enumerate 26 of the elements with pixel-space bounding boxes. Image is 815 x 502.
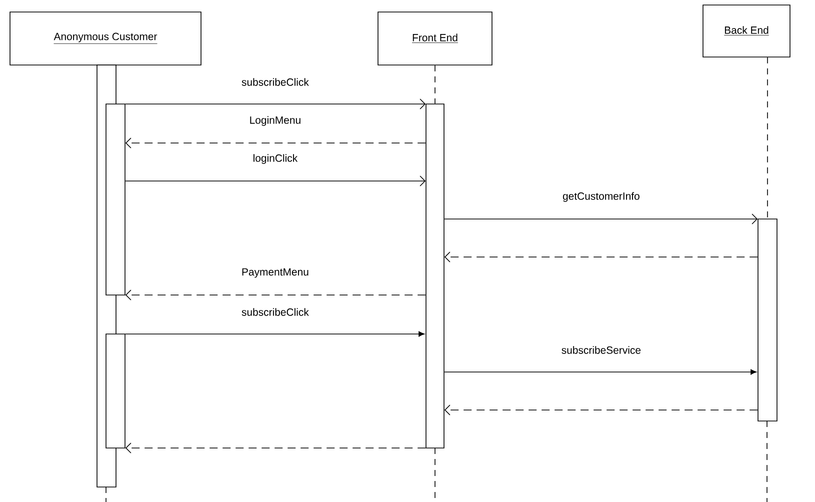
edge-label: loginClick [252, 153, 299, 165]
message-arrow [125, 98, 426, 110]
edge-label: getCustomerInfo [562, 191, 641, 203]
lifeline-header-box: Anonymous Customer [10, 12, 202, 66]
activation-bar [106, 104, 126, 296]
edge-label: PaymentMenu [240, 267, 310, 279]
message-arrow [125, 290, 426, 300]
message-arrow [125, 331, 425, 337]
edge-label: subscribeClick [240, 307, 310, 317]
lifeline [767, 57, 768, 219]
message-arrow [125, 176, 426, 186]
message-arrow [125, 442, 426, 454]
edge-label: LoginMenu [248, 115, 302, 127]
message-arrow [444, 404, 758, 416]
message-arrow [444, 252, 758, 262]
activation-bar [758, 218, 778, 422]
message-arrow [444, 369, 757, 375]
lifeline-header-box: Back End [702, 4, 790, 58]
edge-label: subscribeService [560, 345, 642, 355]
message-arrow [125, 138, 426, 148]
lifeline-header-box: Front End [378, 12, 492, 66]
lifeline [434, 65, 436, 104]
activation-bar [426, 104, 444, 448]
activation-bar [106, 334, 126, 448]
edge-label: subscribeClick [240, 77, 310, 87]
message-arrow [444, 214, 758, 224]
